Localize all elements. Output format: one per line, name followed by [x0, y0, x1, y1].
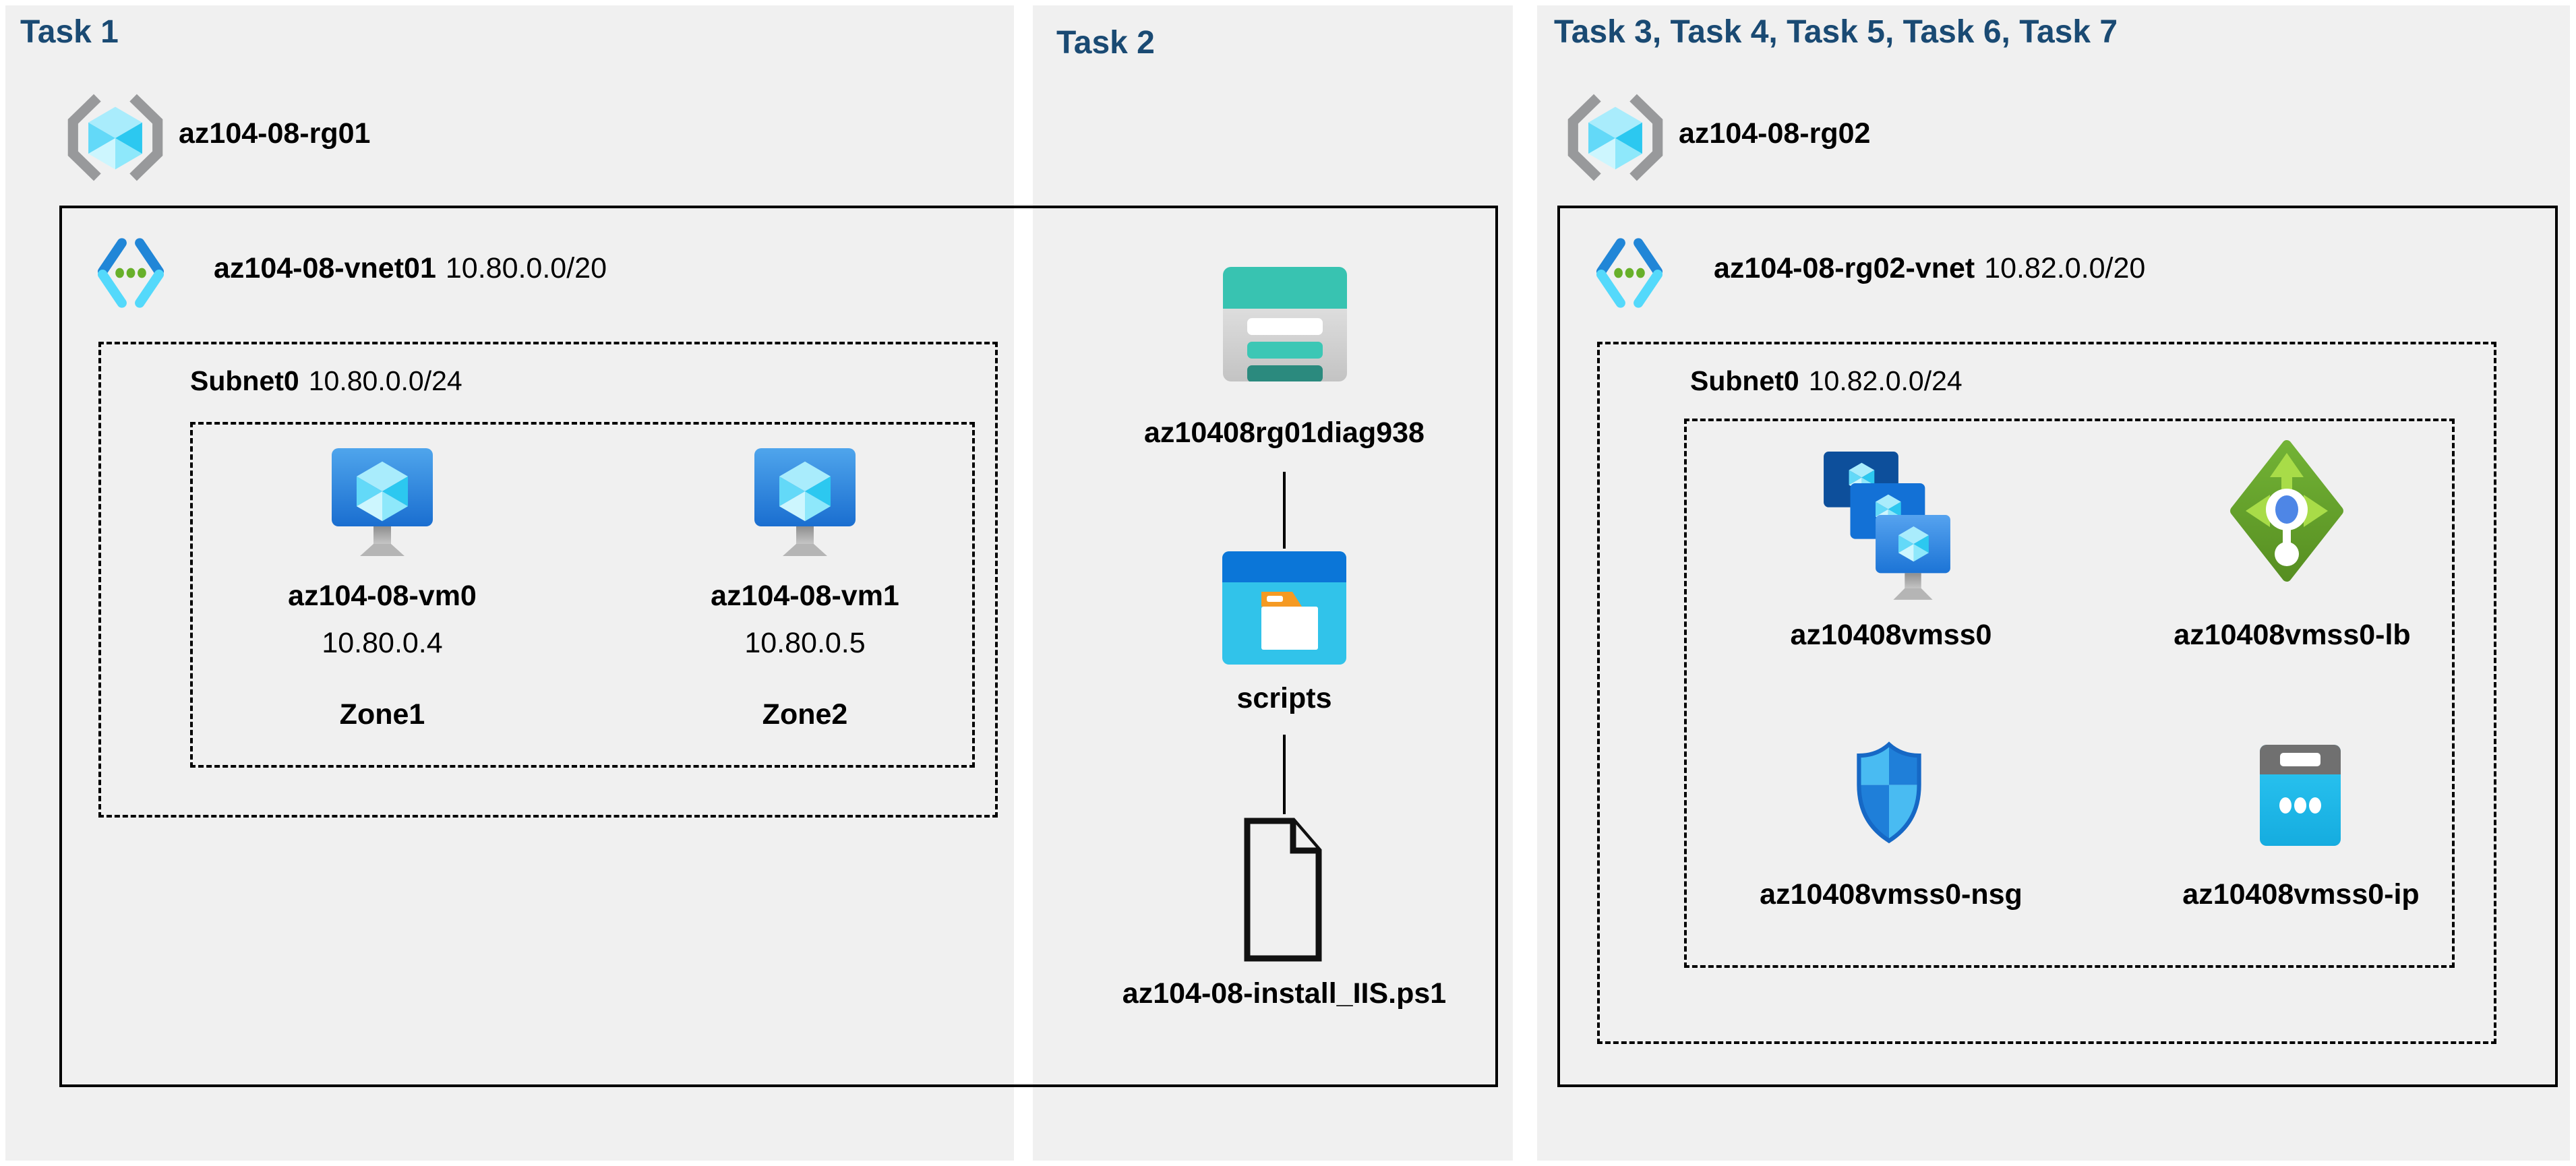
nsg-label: az10408vmss0-nsg — [1760, 878, 2023, 911]
storage-account-icon — [1223, 267, 1347, 381]
task1-vm-group-box — [190, 422, 975, 768]
virtual-network-icon — [97, 238, 164, 308]
vm-ip-label: 10.80.0.4 — [322, 627, 443, 659]
task2-heading: Task 2 — [1056, 25, 1155, 61]
virtual-network-icon — [1596, 238, 1663, 308]
subnet-cidr: 10.80.0.0/24 — [308, 365, 462, 396]
task1-heading: Task 1 — [20, 14, 119, 50]
task3-resource-group-box — [1684, 419, 2455, 968]
vm-name-label: az104-08-vm0 — [288, 580, 477, 612]
connector-line — [1283, 472, 1286, 549]
nsg-shield-icon — [1857, 741, 1921, 844]
vnet-label: az104-08-rg02-vnet 10.82.0.0/20 — [1714, 252, 2145, 285]
vm-name-label: az104-08-vm1 — [711, 580, 899, 612]
vnet-cidr: 10.80.0.0/20 — [445, 252, 607, 284]
load-balancer-label: az10408vmss0-lb — [2174, 619, 2411, 651]
blob-container-icon — [1222, 551, 1346, 665]
vm-ip-label: 10.80.0.5 — [744, 627, 866, 659]
storage-account-label: az10408rg01diag938 — [1144, 417, 1425, 449]
resource-group-icon — [1567, 94, 1663, 181]
vnet-label: az104-08-vnet01 10.80.0.0/20 — [214, 252, 607, 285]
public-ip-label: az10408vmss0-ip — [2182, 878, 2420, 911]
virtual-machine-icon — [332, 448, 433, 556]
vmss-label: az10408vmss0 — [1790, 619, 1992, 651]
script-file-icon — [1244, 818, 1322, 962]
subnet-cidr: 10.82.0.0/24 — [1808, 365, 1963, 396]
resource-group-label: az104-08-rg01 — [179, 117, 371, 150]
container-label: scripts — [1236, 682, 1332, 714]
resource-group-icon — [67, 94, 163, 181]
subnet-name: Subnet0 — [1690, 365, 1799, 396]
connector-line — [1283, 735, 1286, 814]
subnet-label: Subnet0 10.82.0.0/24 — [1690, 365, 1963, 397]
public-ip-icon — [2260, 745, 2341, 846]
subnet-name: Subnet0 — [190, 365, 299, 396]
load-balancer-icon — [2230, 440, 2343, 582]
resource-group-label: az104-08-rg02 — [1679, 117, 1871, 150]
task3-subnet-box — [1597, 342, 2496, 1044]
vnet-name: az104-08-vnet01 — [214, 252, 436, 284]
vm-zone-label: Zone2 — [762, 698, 848, 731]
vnet-name: az104-08-rg02-vnet — [1714, 252, 1975, 284]
task1-vnet-boundary — [59, 206, 1498, 1087]
task3-vnet-boundary — [1557, 206, 2558, 1087]
task1-panel — [5, 5, 1014, 1161]
task3-heading: Task 3, Task 4, Task 5, Task 6, Task 7 — [1554, 14, 2118, 50]
subnet-label: Subnet0 10.80.0.0/24 — [190, 365, 462, 397]
vm-zone-label: Zone1 — [339, 698, 425, 731]
script-file-label: az104-08-install_IIS.ps1 — [1122, 977, 1447, 1010]
vnet-cidr: 10.82.0.0/20 — [1984, 252, 2146, 284]
virtual-machine-icon — [754, 448, 856, 556]
vmss-icon — [1824, 452, 1950, 600]
task3-panel — [1537, 5, 2570, 1161]
task1-subnet-box — [98, 342, 998, 818]
